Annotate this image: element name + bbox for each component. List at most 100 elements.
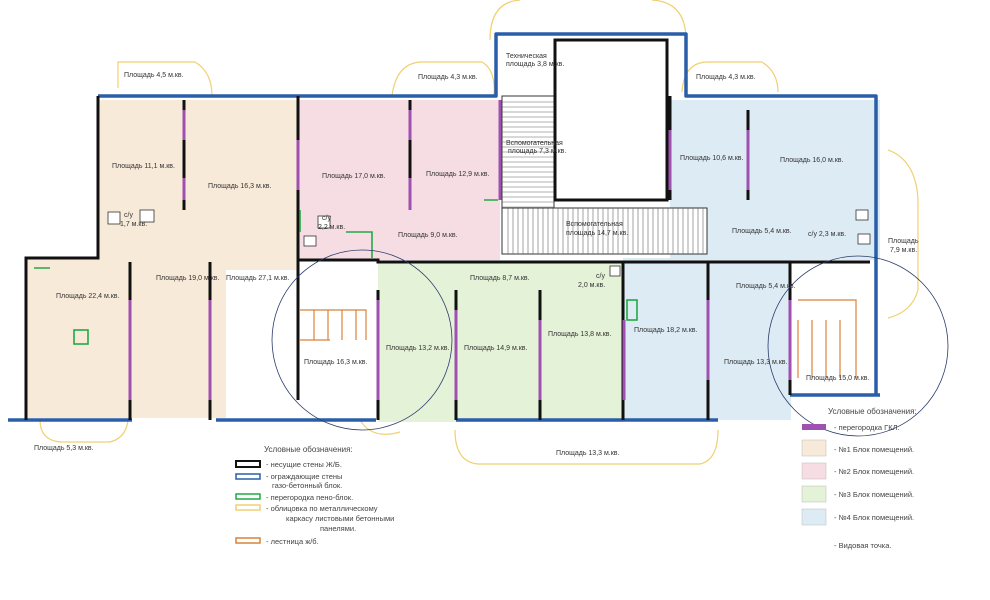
legend-swatch-foam	[235, 493, 261, 500]
fixture-6	[855, 209, 869, 221]
legend-swatch-stair	[235, 537, 261, 544]
room-label: Площадь 15,0 м.кв.	[806, 375, 870, 382]
legend-item: - №3 Блок помещений.	[834, 490, 914, 499]
balcony-label: 7,9 м.кв.	[890, 247, 917, 254]
fixture-1	[107, 211, 121, 225]
fixture-7	[857, 233, 871, 245]
room-label: Площадь 27,1 м.кв.	[226, 275, 290, 282]
room-label: Площадь 16,3 м.кв.	[208, 183, 272, 190]
room-label: Площадь 19,0 м.кв.	[156, 275, 220, 282]
legend-right: Условные обозначения: - перегородка ГКЛ.…	[801, 407, 917, 550]
legend-swatch-block3	[801, 485, 827, 503]
legend-item: - Видовая точка.	[834, 541, 892, 550]
block3-zone	[378, 262, 623, 422]
room-labels: Площадь 11,1 м.кв. Площадь 16,3 м.кв. Пл…	[34, 53, 919, 457]
room-label: Площадь 5,4 м.кв.	[736, 283, 796, 290]
legend-swatch-block2	[801, 462, 827, 480]
main-stair-treads	[507, 208, 704, 254]
legend-swatch-enclosing	[235, 473, 261, 480]
gkl-set-1	[182, 110, 412, 210]
balcony-outline-5	[39, 419, 129, 443]
room-label: Площадь 18,2 м.кв.	[634, 327, 698, 334]
room-label: Площадь 12,9 м.кв.	[426, 171, 490, 178]
room-label: Площадь 16,3 м.кв.	[304, 359, 368, 366]
fixture-4	[317, 215, 331, 229]
block1-zone-a	[98, 100, 298, 270]
balcony-outline-4	[887, 149, 919, 319]
room-label: с/у	[596, 273, 605, 280]
room-label: Площадь 22,4 м.кв.	[56, 293, 120, 300]
room-label: 2,0 м.кв.	[578, 282, 605, 289]
balcony-outline-2	[391, 61, 495, 97]
concrete-stairs	[300, 299, 857, 378]
legend-swatch-block4	[801, 508, 827, 526]
room-fills	[26, 100, 880, 422]
gkl-set-2	[296, 100, 502, 200]
room-label: Площадь 13,3 м.кв.	[724, 359, 788, 366]
viewpoint-circle-left	[271, 249, 453, 431]
curve-outline	[359, 419, 401, 435]
legend-item: - №2 Блок помещений.	[834, 467, 914, 476]
legend-item: - ограждающие стены	[266, 472, 342, 481]
room-label: 2,2 м.кв.	[318, 224, 345, 231]
stair-hatch	[501, 38, 708, 255]
room-label: Площадь 17,0 м.кв.	[322, 173, 386, 180]
room-label: Площадь 11,1 м.кв.	[112, 163, 175, 170]
legend-item: - №1 Блок помещений.	[834, 445, 914, 454]
room-label: Площадь 13,8 м.кв.	[548, 331, 612, 338]
balcony-label: Площадь 4,3 м.кв.	[418, 74, 478, 81]
outer-wall-top	[98, 32, 878, 395]
room-label: Техническая	[506, 53, 547, 60]
wall-west	[24, 96, 100, 420]
legend-swatch-cladding	[235, 504, 261, 511]
gkl-partitions	[128, 100, 792, 400]
room-label: Площадь 9,0 м.кв.	[398, 232, 458, 239]
room-label: 1,7 м.кв.	[120, 221, 147, 228]
room-label: Вспомогательная	[566, 221, 623, 228]
room-label: с/у	[124, 212, 133, 219]
fixture-5	[609, 265, 621, 277]
fixture-2	[139, 209, 155, 223]
stair-right	[797, 299, 857, 378]
room-label: площадь 14,7 м.кв.	[566, 230, 628, 237]
legend-item: - перегородка ГКЛ.	[834, 423, 900, 432]
legend-item: - лестница ж/б.	[266, 537, 319, 546]
block1-zone-b	[26, 258, 226, 418]
fixture-3	[303, 235, 317, 247]
stair-left	[300, 309, 367, 341]
aux-stair-treads	[502, 101, 554, 208]
room-label: с/у 2,3 м.кв.	[808, 231, 846, 238]
room-label: Площадь 5,4 м.кв.	[732, 228, 792, 235]
room-label: Площадь 10,6 м.кв.	[680, 155, 744, 162]
room-label: Площадь 16,0 м.кв.	[780, 157, 844, 164]
room-label: Площадь 14,9 м.кв.	[464, 345, 528, 352]
foam-set-1	[34, 199, 498, 269]
legend-item: - перегородка пено-блок.	[266, 493, 353, 502]
block2-zone	[298, 100, 500, 260]
foam-block	[626, 299, 638, 321]
balcony-label: Площадь 4,5 м.кв.	[124, 72, 184, 79]
tech-outline-left	[489, 0, 521, 41]
room-label: площадь 7,3 м.кв.	[508, 148, 566, 155]
gkl-set-4	[128, 300, 792, 400]
room-label: Площадь 13,2 м.кв.	[386, 345, 450, 352]
wall-corridor	[298, 258, 870, 264]
elevator-shaft	[553, 38, 669, 202]
legend-item: панелями.	[320, 524, 356, 533]
sanitary-fixtures	[107, 209, 871, 277]
legend-item: - №4 Блок помещений.	[834, 513, 914, 522]
room-label: Вспомогательная	[506, 140, 563, 147]
balcony-outline-6	[454, 429, 719, 465]
viewpoint-circle-right	[767, 255, 949, 437]
room-label: площадь 3,8 м.кв.	[506, 61, 564, 68]
legend-title: Условные обозначения:	[828, 407, 917, 416]
balcony-label: Площадь 13,3 м.кв.	[556, 450, 620, 457]
gkl-set-3	[454, 300, 710, 400]
legend-swatch-load-bearing	[235, 460, 261, 468]
legend-item: газо-бетонный блок.	[272, 481, 342, 490]
legend-swatch-block1	[801, 439, 827, 457]
gkl-set-5	[668, 130, 750, 190]
balcony-label: Площадь	[888, 238, 919, 245]
balcony-outline-1	[117, 61, 213, 97]
